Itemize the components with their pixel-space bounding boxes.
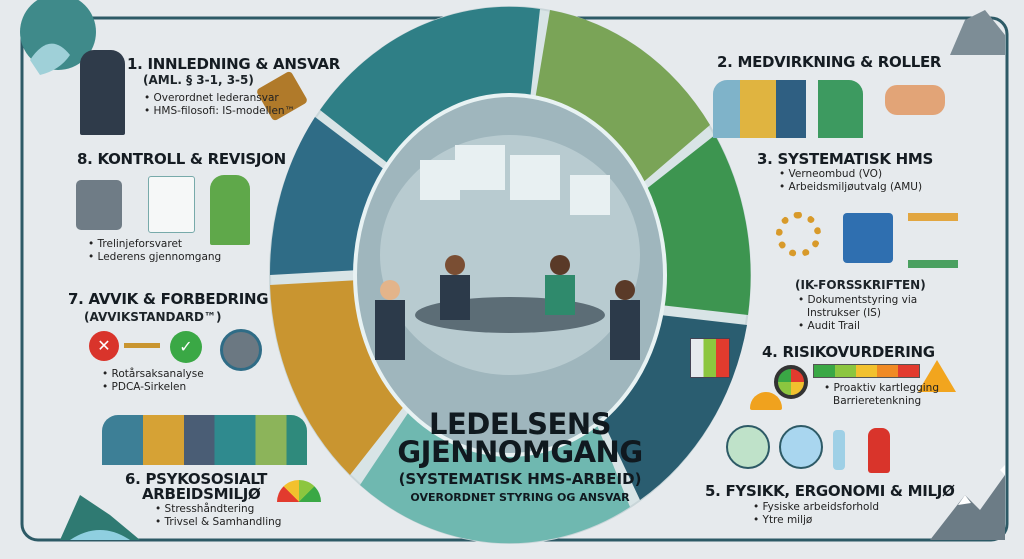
ring-segment-left-bottom xyxy=(270,280,405,475)
section-3-heading: 3. SYSTEMATISK HMS xyxy=(757,150,934,168)
section-7-heading: 7. AVVIK & FORBEDRING xyxy=(68,290,269,308)
team-icon xyxy=(713,80,863,138)
bullet: HMS-filosofi: IS-modellen™ xyxy=(144,105,296,118)
section-1-heading: 1. INNLEDNING & ANSVAR xyxy=(127,55,340,73)
binoculars-person-icon xyxy=(210,175,250,245)
section-7-bullets: Rotårsaksanalyse PDCA-Sirkelen xyxy=(92,368,204,394)
blueprint-icon xyxy=(843,213,893,263)
risk-level-4 xyxy=(877,365,898,377)
power-dial-icon xyxy=(220,329,262,371)
bullet: Ytre miljø xyxy=(753,514,879,527)
section-3-bullets: Verneombud (VO) Arbeidsmiljøutvalg (AMU) xyxy=(769,168,923,194)
gauge-icon xyxy=(277,480,321,502)
bullet: Fysiske arbeidsforhold xyxy=(753,501,880,514)
section-4-heading: 4. RISIKOVURDERING xyxy=(762,343,935,361)
ring-segment-left-top xyxy=(269,117,385,275)
section-1-bullets: Overordnet lederansvar HMS-filosofi: IS-… xyxy=(134,92,296,118)
section-5-bullets: Fysiske arbeidsforhold Ytre miljø xyxy=(743,501,880,527)
air-icon xyxy=(779,425,823,469)
section-6-heading-2: ARBEIDSMILJØ xyxy=(142,485,261,503)
section-8-heading: 8. KONTROLL & REVISJON xyxy=(77,150,286,168)
cycle-ring xyxy=(269,6,751,544)
section-1-sub: (AML. § 3-1, 3-5) xyxy=(143,73,254,87)
mountain-icon xyxy=(20,0,1005,540)
risk-level-1 xyxy=(814,365,835,377)
risk-level-5 xyxy=(898,365,919,377)
bullet: Lederens gjennomgang xyxy=(88,251,222,264)
bullet: Verneombud (VO) xyxy=(779,168,922,181)
section-6-heading-1: 6. PSYKOSOSIALT xyxy=(125,470,268,488)
section-3-bullets-2: Dokumentstyring via Instrukser (IS) Audi… xyxy=(788,294,917,333)
bullet: Overordnet lederansvar xyxy=(144,92,295,105)
fire-extinguisher-icon xyxy=(868,428,890,473)
section-7-sub: (AVVIKSTANDARD™) xyxy=(84,310,222,324)
bullet-continuation: Barrieretenkning xyxy=(833,395,922,407)
bullet: Audit Trail xyxy=(798,320,917,333)
section-5-heading: 5. FYSIKK, ERGONOMI & MILJØ xyxy=(705,482,955,500)
ergonomics-icon xyxy=(726,425,770,469)
bullet: Trelinjeforsvaret xyxy=(88,238,221,251)
group-chat-icon xyxy=(102,415,307,465)
bullet: PDCA-Sirkelen xyxy=(102,381,204,394)
error-icon: ✕ xyxy=(89,331,119,361)
section-3-sub: (IK-FORSSKRIFTEN) xyxy=(795,278,926,292)
bullet: Dokumentstyring via xyxy=(798,294,918,307)
risk-level-2 xyxy=(835,365,856,377)
safe-icon xyxy=(76,180,122,230)
arrow-icon xyxy=(124,343,160,348)
title-line-2: GJENNOMGANG xyxy=(397,435,643,469)
check-icon: ✓ xyxy=(170,331,202,363)
manager-pointing-icon xyxy=(80,50,125,135)
bullet: Stresshåndtering xyxy=(155,503,281,516)
ring-segment-top xyxy=(320,6,540,165)
bullet: Arbeidsmiljøutvalg (AMU) xyxy=(779,181,923,194)
section-2-heading: 2. MEDVIRKNING & ROLLER xyxy=(717,53,942,71)
ring-segment-top-right xyxy=(535,10,710,185)
risk-scale xyxy=(813,364,920,378)
title-line-1: LEDELSENS xyxy=(428,407,612,441)
title-tagline: OVERORDNET STYRING OG ANSVAR xyxy=(410,491,630,504)
section-8-bullets: Trelinjeforsvaret Lederens gjennomgang xyxy=(78,238,222,264)
bullet: Trivsel & Samhandling xyxy=(155,516,282,529)
certificate-icon xyxy=(148,176,195,233)
bullet-continuation: Instrukser (IS) xyxy=(807,307,881,319)
gears-icon xyxy=(776,212,821,257)
title-subtitle: (SYSTEMATISK HMS-ARBEID) xyxy=(398,470,642,488)
flowchart-icon xyxy=(908,213,958,268)
risk-level-3 xyxy=(856,365,877,377)
center-title: LEDELSENS GJENNOMGANG (SYSTEMATISK HMS-A… xyxy=(380,407,660,505)
bullet: Rotårsaksanalyse xyxy=(102,368,204,381)
risk-matrix-icon xyxy=(690,338,730,378)
magnifier-icon xyxy=(774,365,808,399)
spray-icon xyxy=(833,430,845,470)
hard-hat-icon xyxy=(750,392,782,410)
section-4-bullets: Proaktiv kartlegging Barrieretenkning xyxy=(814,382,939,408)
bullet: Proaktiv kartlegging xyxy=(824,382,939,395)
ring-segment-right xyxy=(645,135,751,315)
section-6-bullets: Stresshåndtering Trivsel & Samhandling xyxy=(145,503,282,529)
handshake-icon xyxy=(885,85,945,115)
